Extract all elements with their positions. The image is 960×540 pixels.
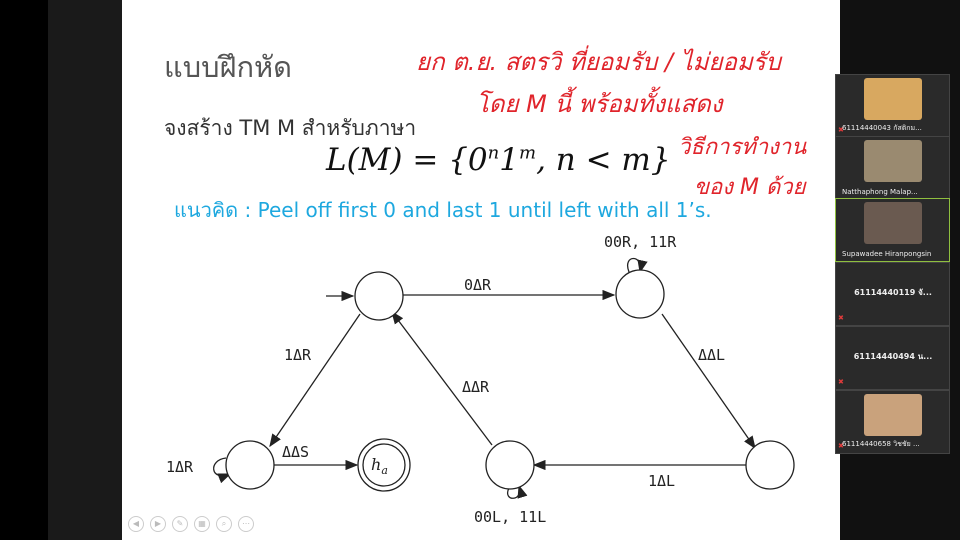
participant-tile[interactable]: Natthaphong Malap... bbox=[835, 136, 950, 200]
slide-title: แบบฝึกหัด bbox=[164, 50, 293, 84]
avatar bbox=[864, 78, 922, 120]
label-right-diag: ΔΔL bbox=[698, 346, 725, 364]
label-top-right-loop: 00R, 11R bbox=[604, 233, 677, 251]
presentation-slide: แบบฝึกหัด จงสร้าง TM M สำหรับภาษา L(M) =… bbox=[122, 0, 840, 540]
state-start bbox=[354, 271, 404, 321]
label-top: 0ΔR bbox=[464, 276, 492, 294]
avatar bbox=[864, 202, 922, 244]
muted-mic-icon: ✖ bbox=[838, 378, 844, 386]
handwriting-line1: ยก ต.ย. สตรวิ ที่ยอมรับ / ไม่ยอมรับ bbox=[416, 45, 783, 76]
left-gutter bbox=[48, 0, 122, 540]
label-bottom-left: ΔΔS bbox=[282, 443, 309, 461]
label-left-diag: 1ΔR bbox=[284, 346, 312, 364]
more-icon[interactable]: ⋯ bbox=[238, 516, 254, 532]
prev-slide-icon[interactable]: ◀ bbox=[128, 516, 144, 532]
state-bottom-middle bbox=[485, 440, 535, 490]
zoom-icon[interactable]: ⌕ bbox=[216, 516, 232, 532]
solution-idea: แนวคิด : Peel off first 0 and last 1 unt… bbox=[174, 198, 712, 222]
avatar bbox=[864, 394, 922, 436]
state-bottom-right bbox=[745, 440, 795, 490]
label-bottom-left-loop: 1ΔR bbox=[166, 458, 194, 476]
participant-tile[interactable]: ✖ 61114440658 วิชชัย ... bbox=[835, 390, 950, 454]
handwriting-line2: โดย M นี้ พร้อมทั้งแสดง bbox=[476, 86, 725, 118]
participant-tile-active[interactable]: Supawadee Hiranpongsin bbox=[835, 198, 950, 262]
state-bottom-left bbox=[225, 440, 275, 490]
label-bottom-mid-loop: 00L, 11L bbox=[474, 508, 546, 526]
slide-toolbar: ◀ ▶ ✎ ▦ ⌕ ⋯ bbox=[128, 516, 254, 532]
slide-subtitle: จงสร้าง TM M สำหรับภาษา bbox=[164, 116, 417, 140]
label-bottom-right: 1ΔL bbox=[648, 472, 675, 490]
muted-mic-icon: ✖ bbox=[838, 442, 844, 450]
left-black-bar bbox=[0, 0, 48, 540]
muted-mic-icon: ✖ bbox=[838, 314, 844, 322]
next-slide-icon[interactable]: ▶ bbox=[150, 516, 166, 532]
language-formula: L(M) = {0n1m, n < m} bbox=[326, 142, 671, 178]
participant-name: 61114440043 กัสติกม... bbox=[842, 124, 922, 132]
handwritten-annotation: ยก ต.ย. สตรวิ ที่ยอมรับ / ไม่ยอมรับ โดย … bbox=[416, 45, 808, 200]
participant-tile[interactable]: ✖ 61114440119 จั... bbox=[835, 262, 950, 326]
state-top-right bbox=[615, 269, 665, 319]
participant-tile[interactable]: ✖ 61114440494 น... bbox=[835, 326, 950, 390]
muted-mic-icon: ✖ bbox=[838, 126, 844, 134]
avatar bbox=[864, 140, 922, 182]
participant-name: Natthaphong Malap... bbox=[842, 188, 918, 196]
participant-name: 61114440658 วิชชัย ... bbox=[842, 440, 920, 448]
pen-icon[interactable]: ✎ bbox=[172, 516, 188, 532]
participant-tile[interactable]: ✖ 61114440043 กัสติกม... bbox=[835, 74, 950, 138]
turing-machine-diagram: 0ΔR 00R, 11R ΔΔL 1ΔL ΔΔR 00L, 11L 1ΔR 1Δ… bbox=[166, 233, 795, 526]
participant-name: 61114440119 จั... bbox=[854, 288, 932, 297]
handwriting-line3: วิธีการทำงาน bbox=[678, 135, 807, 160]
label-middle-diag: ΔΔR bbox=[462, 378, 490, 396]
participant-name: Supawadee Hiranpongsin bbox=[842, 250, 932, 258]
slides-icon[interactable]: ▦ bbox=[194, 516, 210, 532]
participant-name: 61114440494 น... bbox=[853, 352, 933, 361]
